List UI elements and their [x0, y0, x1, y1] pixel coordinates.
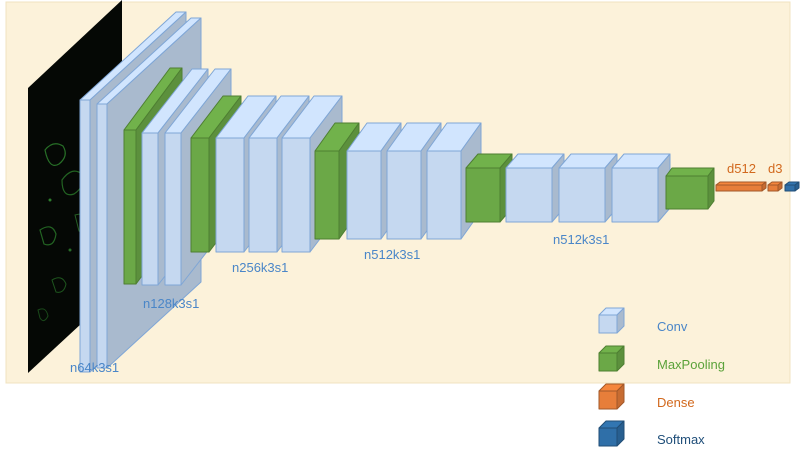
- maxpool-4: [465, 153, 513, 223]
- label-n256k3s1: n256k3s1: [232, 260, 288, 275]
- legend-label-maxpooling: MaxPooling: [657, 357, 725, 372]
- dense-512: [715, 181, 767, 192]
- legend-icon-softmax: [598, 420, 625, 447]
- legend-label-conv: Conv: [657, 319, 688, 334]
- label-d512: d512: [727, 161, 756, 176]
- legend-icon-maxpool: [598, 345, 625, 372]
- legend-icon-conv: [598, 307, 625, 334]
- conv-512-f: [611, 153, 671, 223]
- softmax: [784, 181, 800, 192]
- label-n128k3s1: n128k3s1: [143, 296, 199, 311]
- network-layers: [79, 11, 800, 373]
- label-d3: d3: [768, 161, 782, 176]
- legend-icon-dense: [598, 383, 625, 410]
- label-n512k3s1-first: n512k3s1: [364, 247, 420, 262]
- dense-3: [767, 181, 783, 192]
- maxpool-5: [665, 167, 715, 210]
- legend-label-softmax: Softmax: [657, 432, 705, 447]
- label-n64k3s1: n64k3s1: [70, 360, 119, 375]
- conv-512-e: [558, 153, 618, 223]
- legend-label-dense: Dense: [657, 395, 695, 410]
- conv-512-d: [505, 153, 565, 223]
- legend: Conv MaxPooling Dense Softmax: [598, 307, 725, 447]
- label-n512k3s1-second: n512k3s1: [553, 232, 609, 247]
